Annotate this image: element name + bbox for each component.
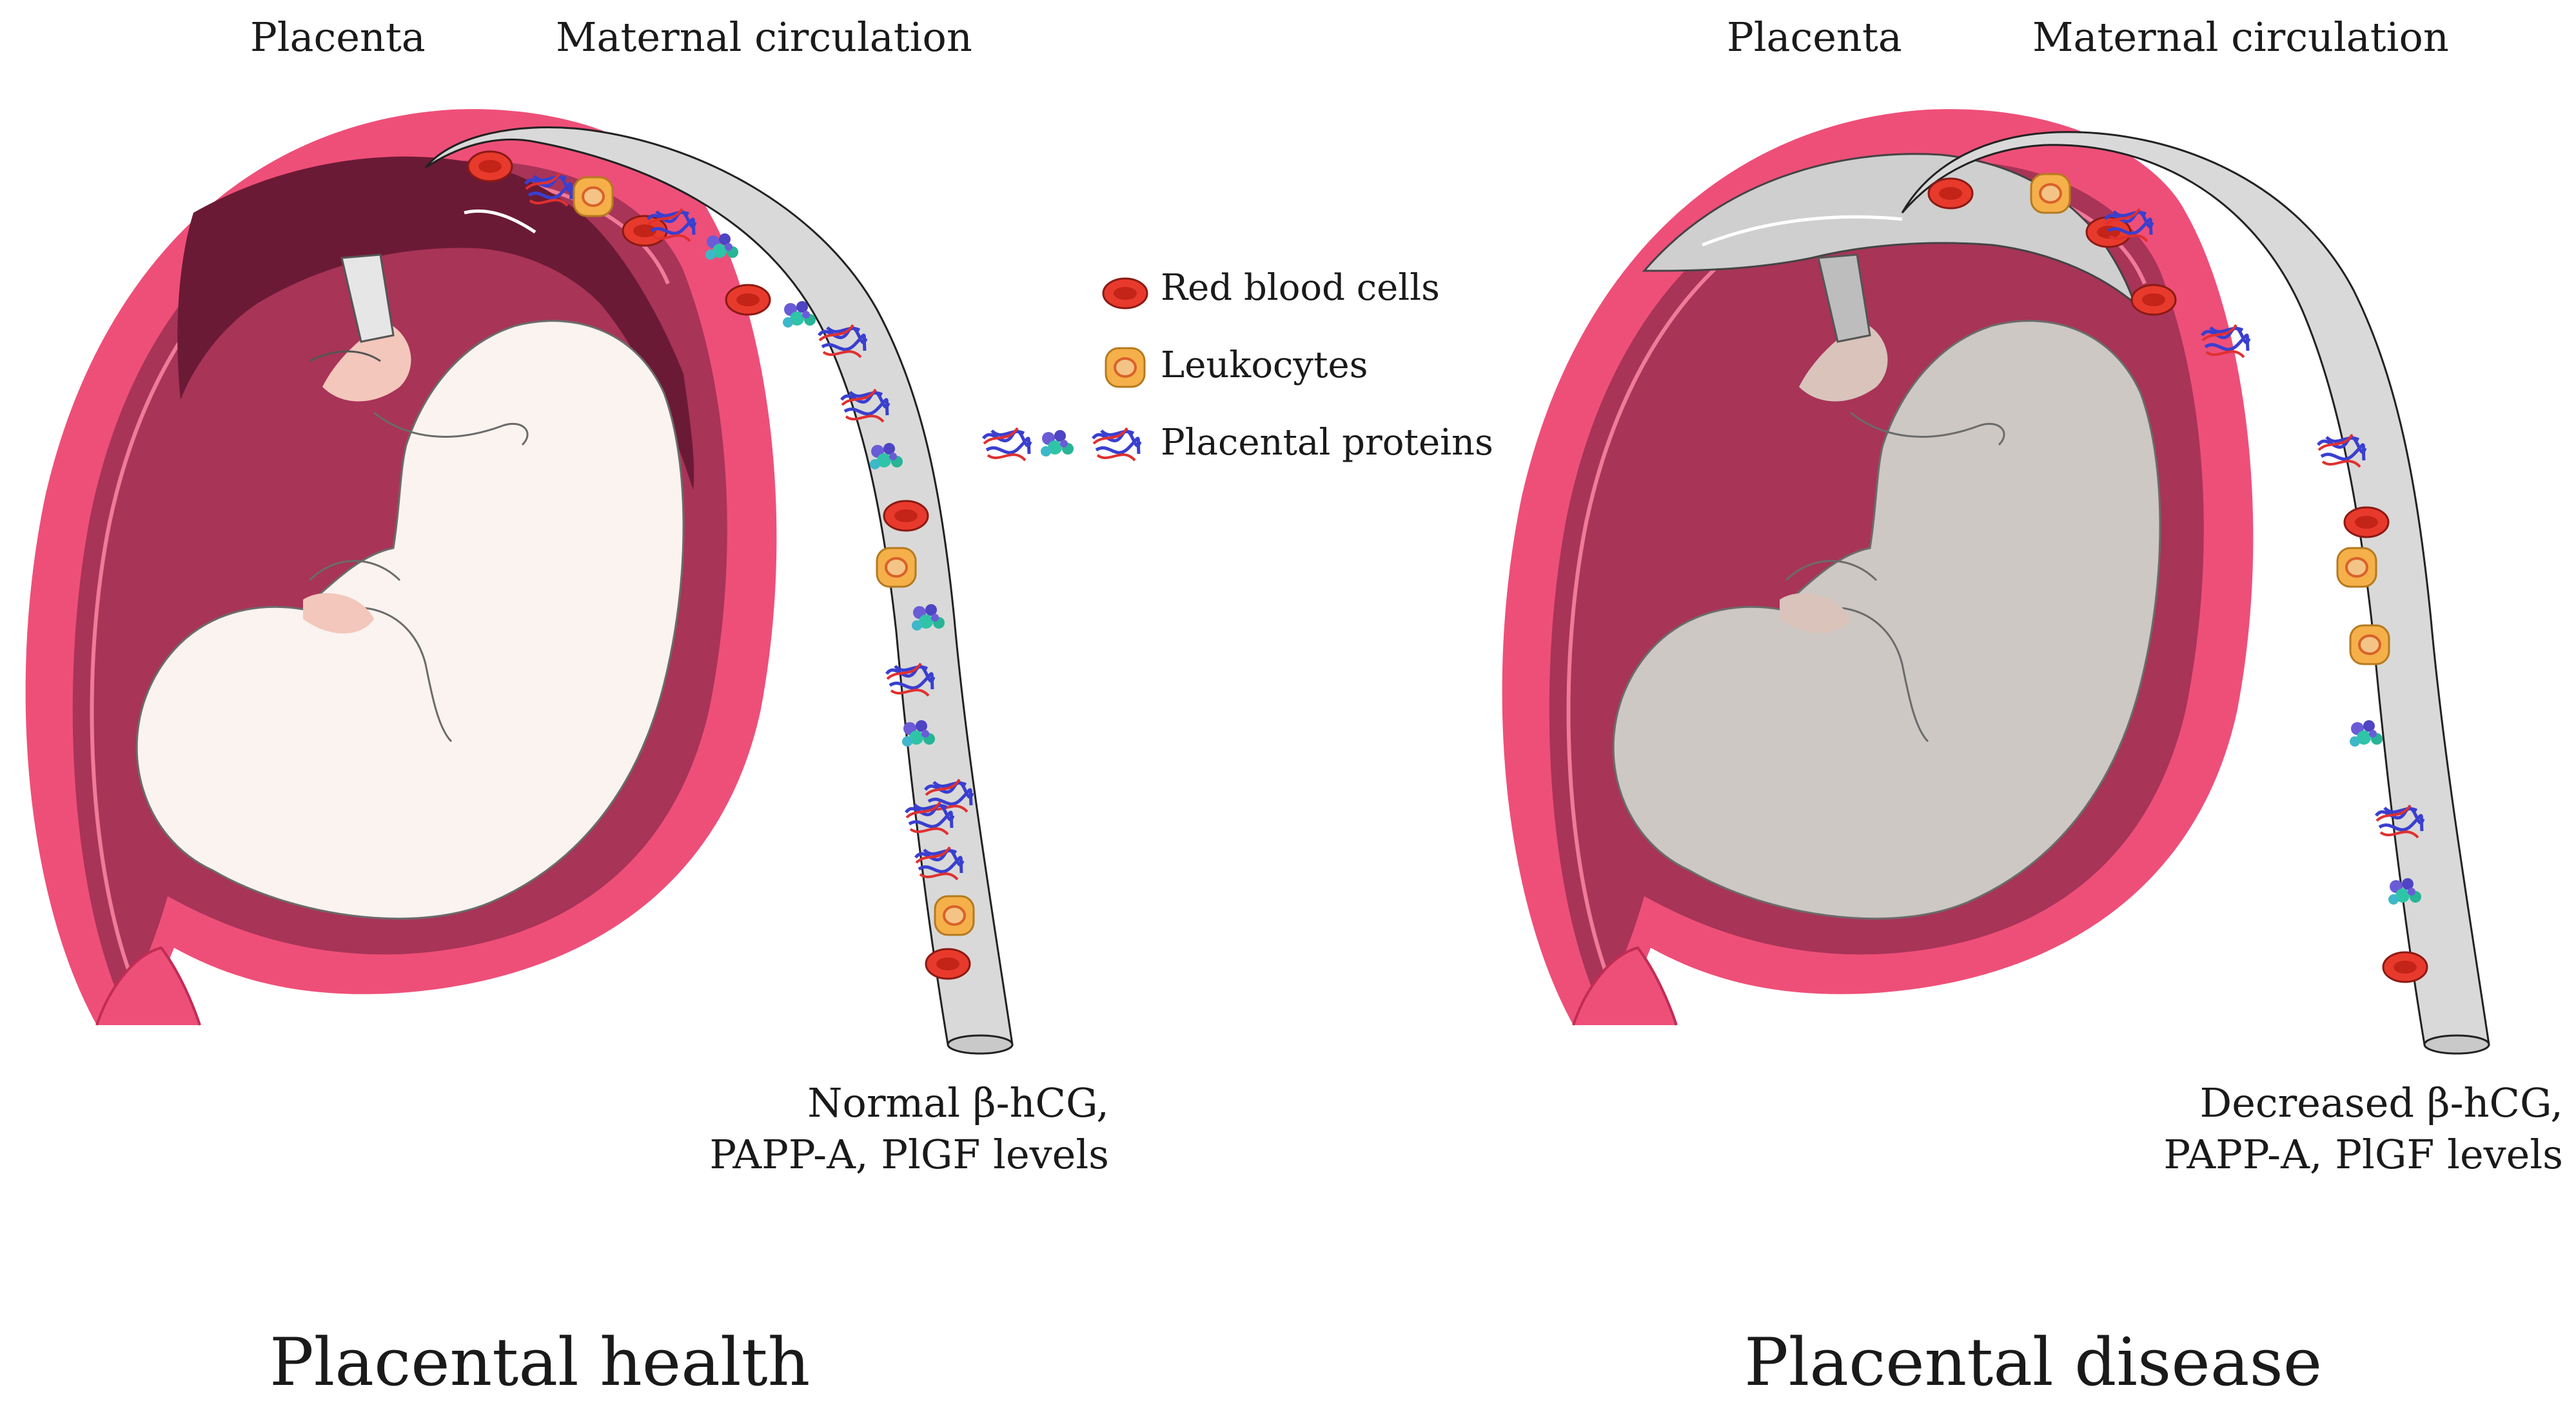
levels-line1-right: Decreased β-hCG,	[2199, 1079, 2563, 1126]
legend-icons	[983, 277, 1148, 460]
panel-title-left: Placental health	[270, 1324, 811, 1401]
legend-label-rbc: Red blood cells	[1161, 267, 1440, 309]
placenta	[177, 156, 694, 491]
placenta-label-left: Placenta	[250, 14, 426, 61]
panel-title-right: Placental disease	[1744, 1324, 2323, 1401]
healthy-uterus	[25, 109, 777, 1026]
placental-protein-icon	[983, 428, 1140, 460]
legend-label-leukocytes: Leukocytes	[1161, 344, 1368, 386]
healthy-vessel	[424, 126, 1014, 1055]
placenta-label-right: Placenta	[1727, 14, 1902, 61]
maternal-circulation-label-left: Maternal circulation	[556, 14, 972, 61]
maternal-vessel	[424, 126, 1014, 1046]
levels-line2-left: PAPP-A, PlGF levels	[709, 1131, 1109, 1178]
levels-line1-left: Normal β-hCG,	[807, 1079, 1109, 1126]
legend-label-proteins: Placental proteins	[1161, 422, 1493, 464]
levels-line2-right: PAPP-A, PlGF levels	[2163, 1131, 2563, 1178]
disease-uterus	[1502, 109, 2254, 1026]
red-blood-cell-icon	[1102, 277, 1148, 309]
leukocyte-icon	[1105, 347, 1146, 388]
maternal-circulation-label-right: Maternal circulation	[2032, 14, 2449, 61]
disease-vessel	[1901, 131, 2490, 1055]
fetus	[135, 320, 685, 920]
